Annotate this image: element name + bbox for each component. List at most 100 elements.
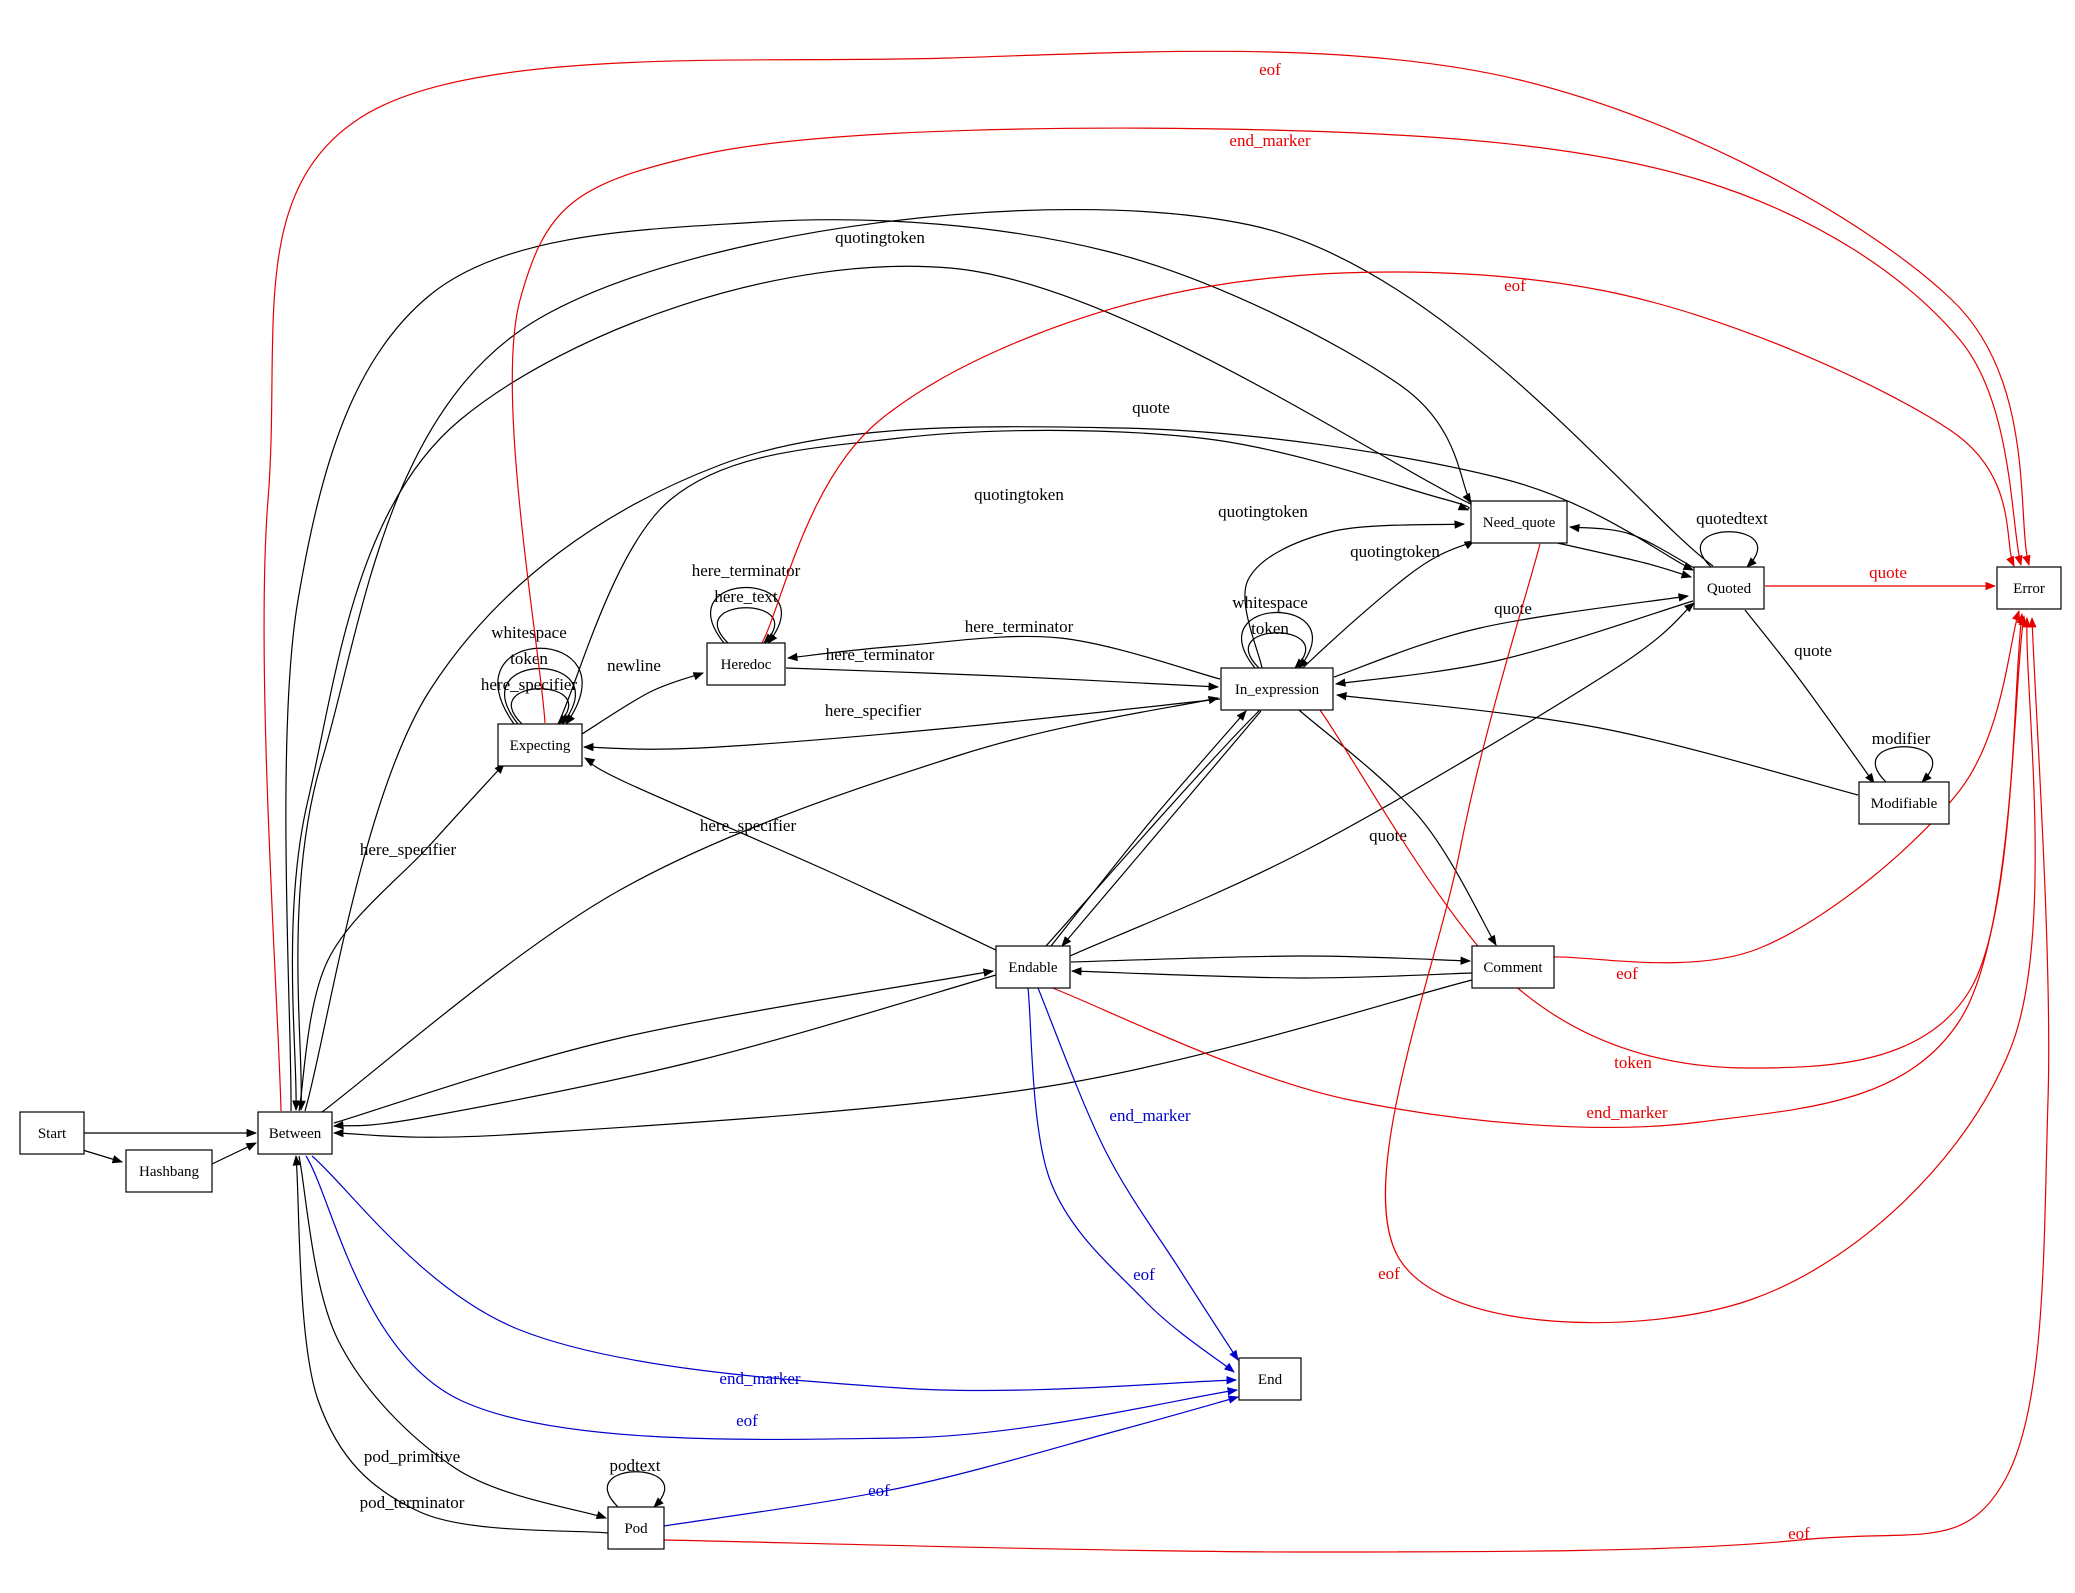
- edge-label-endable-end-end_marker: end_marker: [1109, 1106, 1191, 1125]
- node-box-comment: [1471, 945, 1555, 989]
- edge-label-quoted-quoted-quotedtext: quotedtext: [1696, 509, 1768, 528]
- edge-comment-endable: [1070, 967, 1473, 979]
- node-box-hashbang: [125, 1149, 213, 1193]
- edge-label-expecting-expecting-token: token: [510, 649, 548, 668]
- edge-need_quote-between: [291, 265, 1478, 1112]
- edge-label-between-error-eof: eof: [1259, 60, 1281, 79]
- edge-quoted-modifiable-quote: [1744, 609, 1875, 784]
- node-heredoc: Heredoc: [706, 642, 786, 686]
- edge-endable-end-eof: [1027, 987, 1235, 1373]
- edge-label-between-end-eof: eof: [736, 1411, 758, 1430]
- edge-between-end-end_marker: [311, 1155, 1238, 1392]
- node-end: End: [1238, 1357, 1302, 1401]
- edge-label-in_expression-expecting-here_specifier: here_specifier: [825, 701, 922, 720]
- node-label-pod: Pod: [624, 1521, 648, 1537]
- edge-heredoc-in_expression-here_terminator: [785, 667, 1220, 691]
- edge-need_quote-error-eof: [1384, 543, 2036, 1324]
- edge-label-heredoc-heredoc-here_terminator: here_terminator: [692, 561, 801, 580]
- edge-endable-expecting-here_specifier: [584, 757, 1001, 953]
- node-label-start: Start: [38, 1126, 67, 1142]
- edge-in_expression-comment: [1298, 709, 1497, 946]
- edge-label-modifiable-modifiable-modifier: modifier: [1872, 729, 1931, 748]
- edge-pod-between-pod_terminator: [292, 1154, 609, 1534]
- node-endable: Endable: [995, 945, 1071, 989]
- node-in_expression: In_expression: [1220, 667, 1334, 711]
- edge-need_quote-quoted: [1552, 541, 1693, 579]
- edge-label-in_expression-heredoc-here_terminator: here_terminator: [965, 617, 1074, 636]
- edge-between-end-eof: [305, 1155, 1239, 1441]
- edge-label-expecting-expecting-whitespace: whitespace: [491, 623, 567, 642]
- node-box-quoted: [1693, 566, 1765, 610]
- node-label-endable: Endable: [1008, 960, 1057, 976]
- edge-endable-in_expression: [1050, 710, 1247, 947]
- edge-label-quoted-modifiable-quote: quote: [1794, 641, 1832, 660]
- edge-quoted-need_quote: [1568, 523, 1697, 570]
- node-label-need_quote: Need_quote: [1483, 515, 1556, 531]
- node-box-need_quote: [1470, 500, 1568, 544]
- node-label-modifiable: Modifiable: [1871, 796, 1938, 812]
- edge-expecting-expecting-token: [503, 668, 577, 725]
- edge-modifiable-in_expression: [1335, 692, 1859, 796]
- edge-expecting-expecting-here_specifier: [510, 688, 570, 725]
- edge-label-heredoc-error-eof: eof: [1504, 276, 1526, 295]
- edge-label-expecting-heredoc-newline: newline: [607, 656, 661, 675]
- edge-in_expression-heredoc-here_terminator: [786, 635, 1221, 680]
- node-label-between: Between: [269, 1126, 322, 1142]
- edge-label-quoted-error-quote: quote: [1869, 563, 1907, 582]
- node-pod: Pod: [607, 1506, 665, 1550]
- edge-endable-end-end_marker: [1037, 987, 1239, 1361]
- edge-label-expecting-expecting-here_specifier: here_specifier: [481, 675, 578, 694]
- edge-label-expecting-need_quote-quotingtoken: quotingtoken: [974, 485, 1064, 504]
- edge-in_expression-in_expression-whitespace: [1240, 612, 1314, 669]
- edge-expecting-expecting-whitespace: [497, 647, 583, 725]
- edge-label-between-need_quote-quotingtoken: quotingtoken: [835, 228, 925, 247]
- edge-label-pod-pod-podtext: podtext: [610, 1456, 661, 1475]
- edge-comment-error-eof: [1553, 610, 2021, 964]
- edge-label-endable-expecting-here_specifier: here_specifier: [700, 816, 797, 835]
- edge-heredoc-heredoc-here_text: [716, 607, 776, 644]
- edge-label-between-expecting-here_specifier: here_specifier: [360, 840, 457, 859]
- edge-label-comment-error-eof: eof: [1616, 964, 1638, 983]
- edge-in_expression-error-token: [1319, 612, 2025, 1069]
- edge-label-in_expression-in_expression-token: token: [1251, 619, 1289, 638]
- node-box-start: [19, 1111, 85, 1155]
- node-box-heredoc: [706, 642, 786, 686]
- node-box-end: [1238, 1357, 1302, 1401]
- node-box-between: [257, 1111, 333, 1155]
- node-box-error: [1996, 566, 2062, 610]
- node-label-comment: Comment: [1483, 960, 1543, 976]
- edge-pod-end-eof: [663, 1395, 1240, 1527]
- edge-label-between-pod-pod_primitive: pod_primitive: [364, 1447, 460, 1466]
- edge-in_expression-expecting-here_specifier: [582, 698, 1221, 752]
- edge-endable-comment: [1070, 955, 1472, 965]
- edge-pod-pod-podtext: [606, 1471, 666, 1508]
- node-label-expecting: Expecting: [510, 738, 571, 754]
- edge-between-endable: [333, 968, 995, 1124]
- node-box-pod: [607, 1506, 665, 1550]
- edge-between-need_quote-quotingtoken: [285, 219, 1472, 1112]
- node-label-error: Error: [2013, 581, 2045, 597]
- edge-heredoc-error-eof: [761, 271, 2015, 644]
- edge-in_expression-in_expression-token: [1247, 632, 1307, 669]
- edge-between-error-eof: [263, 50, 2031, 1112]
- edge-label-between-end-end_marker: end_marker: [719, 1369, 801, 1388]
- edge-in_expression-quoted-quote: [1333, 593, 1690, 678]
- edge-expecting-need_quote-quotingtoken: [557, 429, 1470, 725]
- edge-endable-error-end_marker: [1049, 614, 2027, 1128]
- node-modifiable: Modifiable: [1858, 781, 1950, 825]
- node-error: Error: [1996, 566, 2062, 610]
- node-box-endable: [995, 945, 1071, 989]
- edge-comment-between: [332, 979, 1473, 1138]
- edge-label-in_expression-error-token: token: [1614, 1053, 1652, 1072]
- edge-label-between-quoted-quote: quote: [1132, 398, 1170, 417]
- edge-label-endable-error-end_marker: end_marker: [1586, 1103, 1668, 1122]
- node-need_quote: Need_quote: [1470, 500, 1568, 544]
- node-box-expecting: [497, 723, 583, 767]
- edge-label-in_expression-in_expression-whitespace: whitespace: [1232, 593, 1308, 612]
- node-box-in_expression: [1220, 667, 1334, 711]
- edge-label-expecting-error-end_marker: end_marker: [1229, 131, 1311, 150]
- edge-label-need_quote-error-eof: eof: [1378, 1264, 1400, 1283]
- edge-between-quoted-quote: [304, 426, 1694, 1112]
